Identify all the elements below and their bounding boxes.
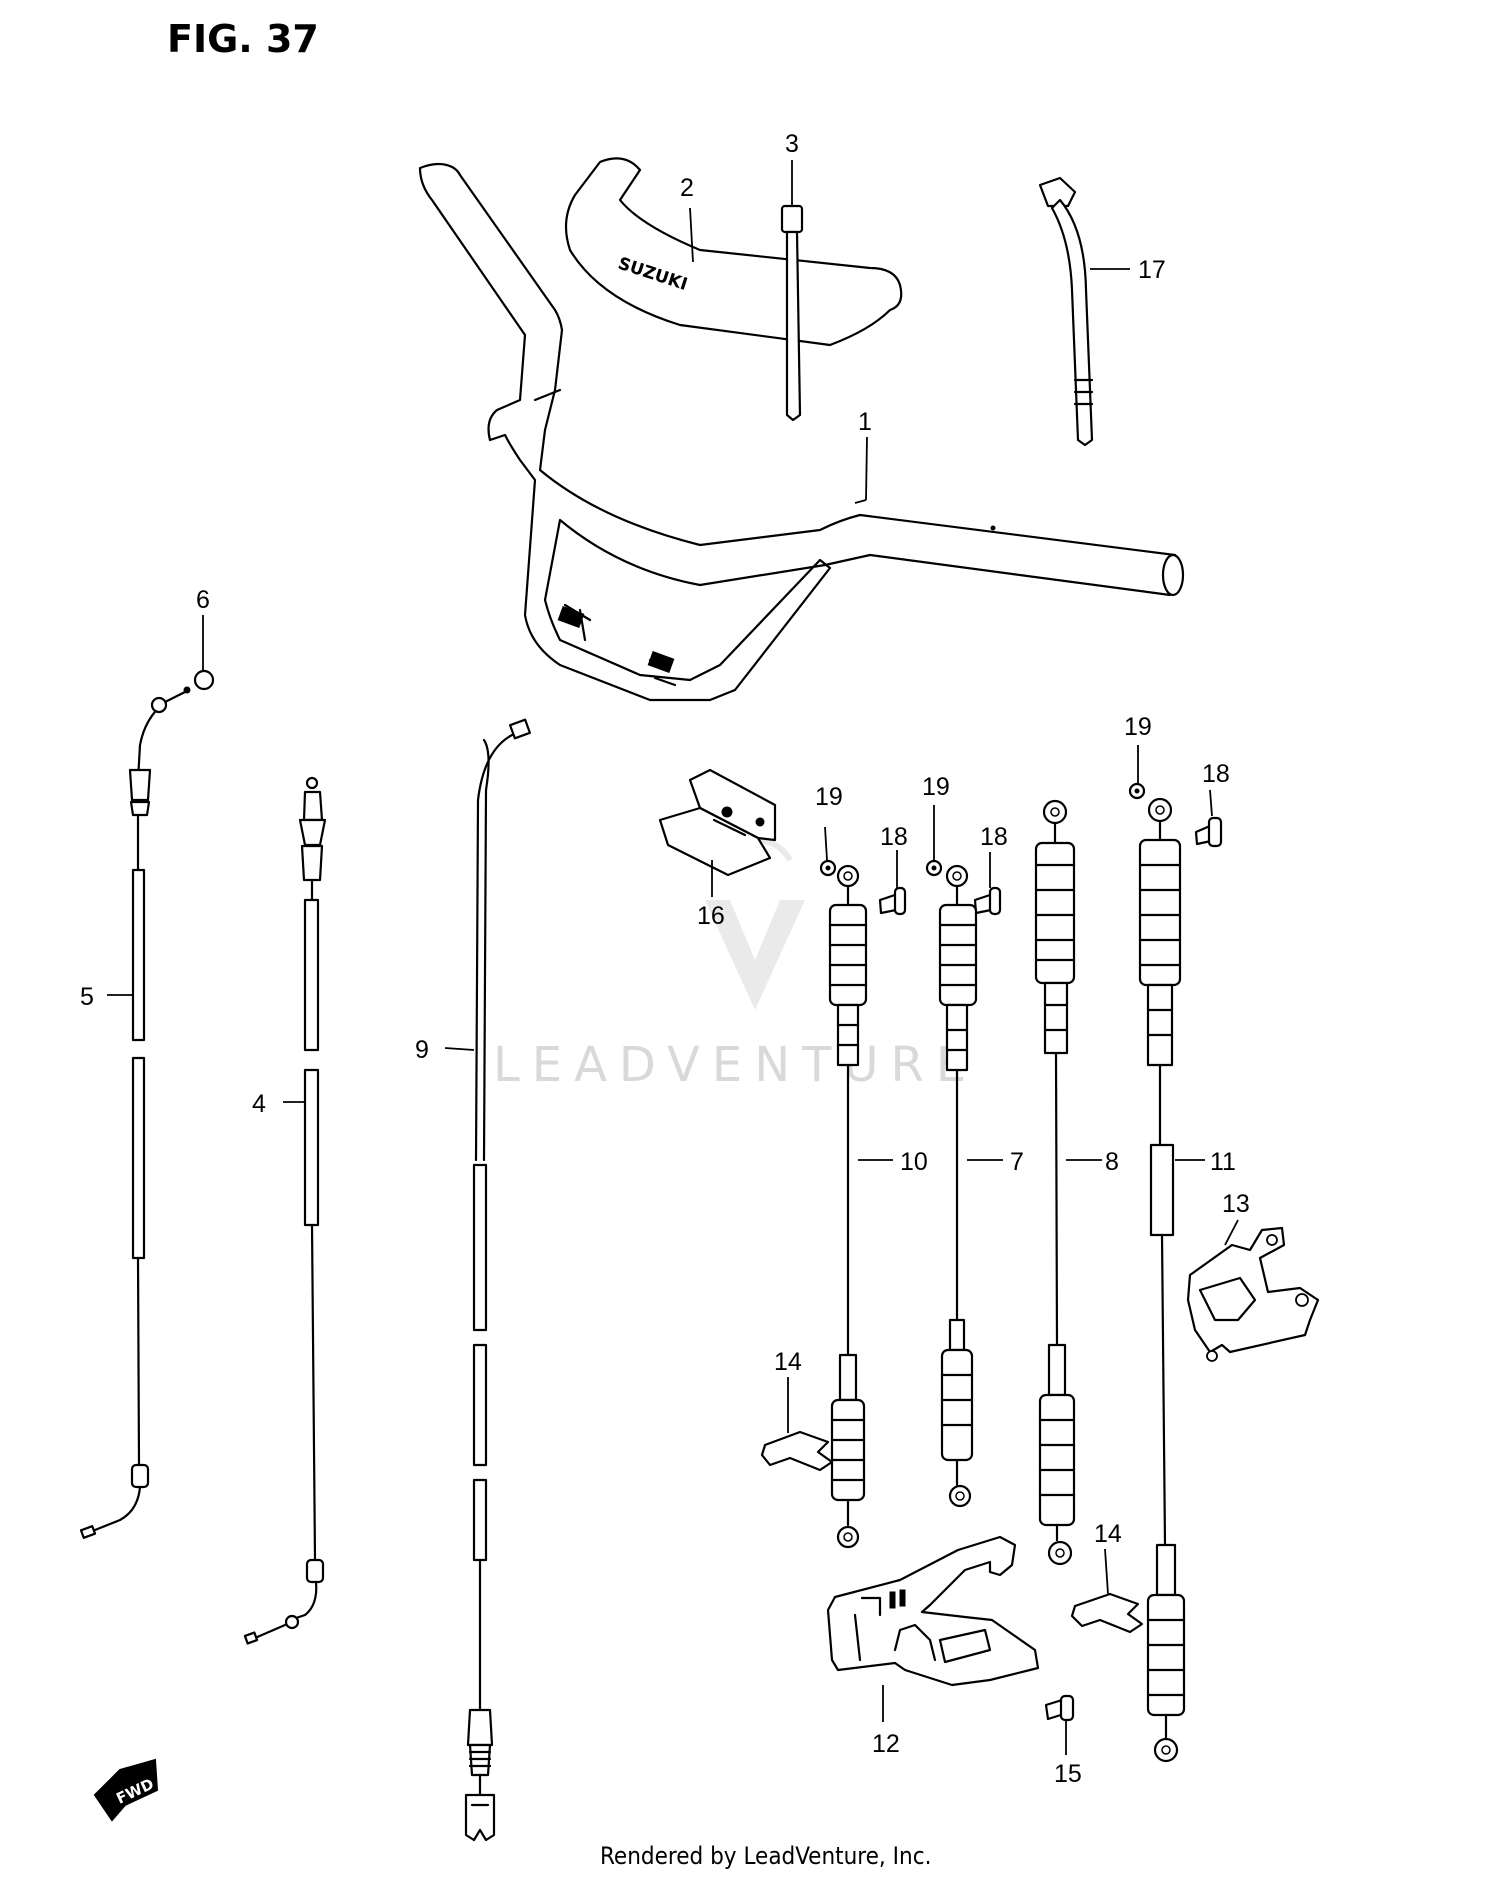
part-17-cable-tie (1038, 176, 1094, 447)
callout-19-a: 19 (815, 783, 843, 811)
callout-8: 8 (1105, 1148, 1119, 1176)
figure-title: FIG. 37 (167, 17, 319, 61)
part-19-nut-b (925, 859, 943, 877)
callout-11: 11 (1210, 1148, 1236, 1176)
part-14-clip-b (1070, 1592, 1144, 1634)
part-14-clip-a (760, 1430, 834, 1472)
part-9-cable (464, 718, 532, 1842)
part-7-cable (938, 864, 978, 1508)
callout-9: 9 (415, 1036, 429, 1064)
part-1-handlebar (418, 162, 1185, 702)
callout-18-a: 18 (880, 823, 908, 851)
callout-18-b: 18 (980, 823, 1008, 851)
callout-1: 1 (858, 408, 872, 436)
part-16-bracket (658, 768, 777, 877)
part-15-bolt (1044, 1694, 1075, 1722)
part-6-nut (193, 669, 215, 691)
callout-19-c: 19 (1124, 713, 1152, 741)
callout-13: 13 (1222, 1190, 1250, 1218)
part-18-screw-b (973, 886, 1002, 916)
callout-15: 15 (1054, 1760, 1082, 1788)
part-8-cable (1034, 799, 1076, 1566)
part-18-screw-c (1194, 816, 1223, 848)
part-2-handlebar-pad: SUZUKI (564, 157, 903, 347)
callout-19-b: 19 (922, 773, 950, 801)
part-10-cable (828, 864, 868, 1549)
part-18-screw-a (878, 886, 907, 916)
callout-12: 12 (872, 1730, 900, 1758)
callout-16: 16 (697, 902, 725, 930)
part-11-cable (1138, 797, 1186, 1763)
callout-4: 4 (252, 1090, 266, 1118)
part-3-cable-tie (780, 204, 804, 422)
callout-14-b: 14 (1094, 1520, 1122, 1548)
part-19-nut-c (1128, 782, 1146, 800)
callout-10: 10 (900, 1148, 928, 1176)
part-13-bracket (1186, 1226, 1320, 1362)
footer-credit: Rendered by LeadVenture, Inc. (600, 1842, 931, 1870)
callout-2: 2 (680, 174, 694, 202)
fwd-arrow-icon: FWD (93, 1758, 159, 1822)
watermark: LEADVENTURE (493, 836, 978, 1093)
callout-14-a: 14 (774, 1348, 802, 1376)
part-12-bracket (826, 1535, 1040, 1687)
part-5-throttle-cable (79, 686, 191, 1539)
callout-7: 7 (1010, 1148, 1024, 1176)
part-19-nut-a (819, 859, 837, 877)
callouts: 1 2 3 4 5 6 7 8 9 10 11 12 13 14 14 15 1… (80, 130, 1250, 1788)
part-4-cable (243, 776, 327, 1645)
callout-6: 6 (196, 586, 210, 614)
watermark-text: LEADVENTURE (493, 1037, 978, 1093)
callout-5: 5 (80, 983, 94, 1011)
callout-18-c: 18 (1202, 760, 1230, 788)
callout-3: 3 (785, 130, 799, 158)
handlebar-end (1161, 553, 1185, 597)
callout-17: 17 (1138, 256, 1166, 284)
leader-lines (107, 160, 1239, 1755)
